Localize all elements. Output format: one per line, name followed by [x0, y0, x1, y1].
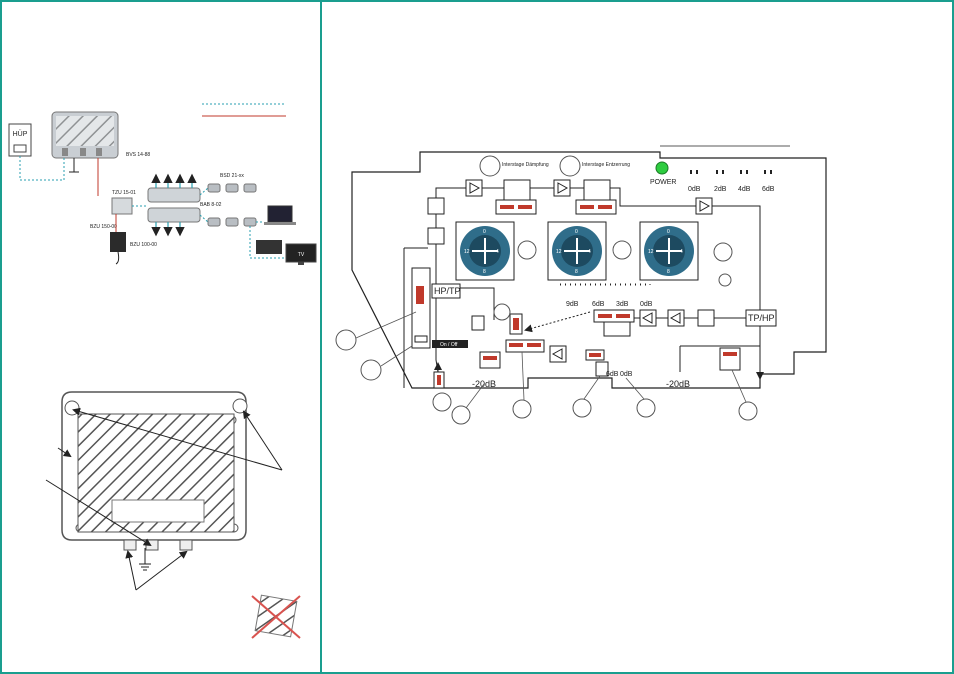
atten-step-1: 2dB: [714, 186, 727, 193]
minus20-left: -20dB: [472, 379, 496, 389]
laptop-icon: [264, 205, 296, 225]
minus20-right: -20dB: [666, 379, 690, 389]
knob-1[interactable]: [455, 221, 515, 281]
wrong-orientation-icon: [251, 594, 301, 639]
amplifier-device: [51, 111, 119, 159]
tv-icon: [285, 243, 317, 265]
on-off-bar: [432, 340, 468, 348]
callout-leaders: [355, 311, 747, 409]
power-led: [655, 161, 669, 175]
installation-diagram: HÜP BVS 14-88 TZU 15-01 BAB 8-02: [8, 103, 317, 265]
eq-step-dots: [559, 283, 651, 286]
center-jumpers: [433, 313, 741, 389]
knob-2-scale-12: 12: [556, 249, 562, 255]
knob-2[interactable]: [547, 221, 607, 281]
eq-step-labels: 9dB 6dB 3dB 0dB: [566, 301, 653, 308]
eq-step-1: 6dB: [592, 301, 605, 308]
knob-3[interactable]: [639, 221, 699, 281]
knob-scale-labels: 0 4 8 12 0 4 8 12 0 4 8 12: [464, 229, 683, 275]
socket-label: BSD 21-xx: [220, 173, 244, 179]
knob-3-scale-12: 12: [648, 249, 654, 255]
splitter-top: [147, 187, 201, 203]
mount-hole-tr: [232, 398, 248, 414]
knob-3-scale-0: 0: [667, 229, 670, 235]
knob-3-scale-4: 4: [680, 249, 683, 255]
splitter-label: BAB 8-02: [200, 202, 222, 208]
interstage-attenuation-label: Interstage Dämpfung: [502, 162, 549, 168]
tv-label: TV: [298, 252, 305, 258]
hup-socket: [13, 144, 27, 153]
hp-tp-switch[interactable]: [431, 283, 461, 299]
tap-device: [111, 197, 133, 215]
amp-stages-top: [465, 179, 713, 215]
hup-label: HÜP: [13, 130, 28, 138]
socket-row-bottom: [207, 217, 257, 227]
socket-row-top: [207, 183, 257, 193]
eq-jumpers: [593, 309, 635, 337]
coax-hup-amp: [19, 156, 65, 181]
knob-2-scale-4: 4: [588, 249, 591, 255]
receiver-icon: [256, 240, 282, 254]
amp-label: BVS 14-88: [126, 152, 150, 158]
knob-1-scale-8: 8: [483, 269, 486, 275]
eq-step-2: 3dB: [616, 301, 629, 308]
atten-step-labels: 0dB 2dB 4dB 6dB: [688, 186, 775, 193]
tp-hp-label: TP/HP: [748, 313, 775, 323]
mount-hole-tl: [64, 400, 80, 416]
right-panel: [320, 0, 954, 674]
tp-hp-switch[interactable]: [745, 309, 777, 327]
callout-markers: [335, 303, 758, 425]
knob-1-scale-0: 0: [483, 229, 486, 235]
hup-box: [8, 123, 32, 157]
eq-step-3: 0dB: [640, 301, 653, 308]
atten-step-2: 4dB: [738, 186, 751, 193]
psu-label: BZU 150-00: [90, 224, 117, 230]
knob-1-scale-12: 12: [464, 249, 470, 255]
power-label: POWER: [650, 179, 676, 186]
left-jumper-column: [411, 267, 431, 349]
eq-step-0: 9dB: [566, 301, 579, 308]
jumper-blocks: [495, 179, 617, 215]
psu2-label: BZU 100-00: [130, 242, 157, 248]
interstage-equalization-label: Interstage Entzerrung: [582, 162, 630, 168]
tap-label: TZU 15-01: [112, 190, 136, 196]
knob-2-scale-0: 0: [575, 229, 578, 235]
amplifier-board: Interstage Dämpfung Interstage Entzerrun…: [335, 145, 827, 425]
on-off-label: On / Off: [440, 342, 458, 348]
atten-step-jumpers: [690, 170, 772, 174]
psu-device: [110, 232, 126, 252]
atten-step-0: 0dB: [688, 186, 701, 193]
small-step-0db: 0dB: [620, 371, 633, 378]
amp-stages-bottom: [549, 309, 685, 363]
knob-3-scale-8: 8: [667, 269, 670, 275]
knob-1-scale-4: 4: [496, 249, 499, 255]
splitter-bottom: [147, 207, 201, 223]
small-step-6db: 6dB: [606, 371, 619, 378]
knob-2-scale-8: 8: [575, 269, 578, 275]
housing-drawing: [45, 391, 301, 639]
hp-tp-label: HP/TP: [434, 286, 461, 296]
atten-step-3: 6dB: [762, 186, 775, 193]
